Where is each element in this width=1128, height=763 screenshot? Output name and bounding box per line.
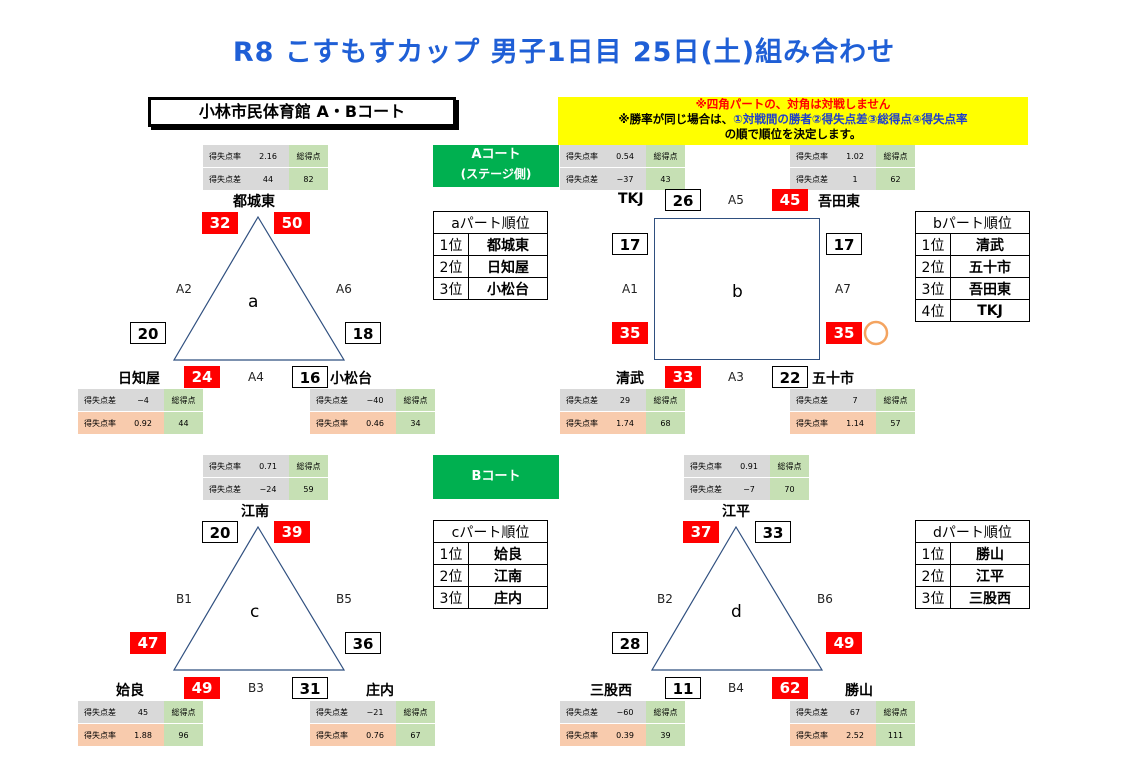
- match-label: A7: [835, 282, 851, 296]
- team-name: 姶良: [116, 683, 144, 699]
- team-name: 吾田東: [818, 194, 860, 210]
- ranking-table-a: aパート順位 1位都城東 2位日知屋 3位小松台: [433, 211, 548, 300]
- court-b-label: Bコート: [433, 455, 559, 499]
- score-box: 18: [345, 322, 381, 344]
- note-line1: ※四角パートの、対角は対戦しません: [695, 97, 891, 111]
- team-name: 庄内: [366, 683, 394, 699]
- score-box: 20: [202, 521, 238, 543]
- score-box: 35: [612, 322, 648, 344]
- match-label: B1: [176, 592, 192, 606]
- part-b-square: [654, 218, 820, 360]
- score-box: 31: [292, 677, 328, 699]
- team-name: 三股西: [590, 683, 632, 699]
- ranking-table-d: dパート順位 1位勝山 2位江平 3位三股西: [915, 520, 1030, 609]
- team-name: 五十市: [812, 371, 854, 387]
- team-name: 小松台: [330, 371, 372, 387]
- note-line2: ※勝率が同じ場合は、①対戦間の勝者②得失点差③総得点④得失点率: [618, 112, 968, 126]
- score-box: 39: [274, 521, 310, 543]
- score-box: 28: [612, 632, 648, 654]
- match-label: A2: [176, 282, 192, 296]
- part-c-letter: c: [250, 602, 260, 622]
- part-b-letter: b: [732, 282, 743, 302]
- team-name: 都城東: [233, 194, 275, 210]
- part-a-letter: a: [248, 292, 259, 312]
- team-name: 清武: [616, 371, 644, 387]
- match-label: A3: [728, 370, 744, 384]
- rules-note: ※四角パートの、対角は対戦しません ※勝率が同じ場合は、①対戦間の勝者②得失点差…: [558, 97, 1028, 145]
- score-box: 33: [755, 521, 791, 543]
- match-label: B2: [657, 592, 673, 606]
- match-label: A6: [336, 282, 352, 296]
- team-name: 勝山: [845, 683, 873, 699]
- score-box: 37: [683, 521, 719, 543]
- score-box: 32: [202, 212, 238, 234]
- score-box: 20: [130, 322, 166, 344]
- score-box: 11: [665, 677, 701, 699]
- score-box: 17: [826, 233, 862, 255]
- match-label: A5: [728, 193, 744, 207]
- match-label: A4: [248, 370, 264, 384]
- match-label: B5: [336, 592, 352, 606]
- score-box: 45: [772, 189, 808, 211]
- score-box: 49: [826, 632, 862, 654]
- score-box: 62: [772, 677, 808, 699]
- score-box: 26: [665, 189, 701, 211]
- score-box: 47: [130, 632, 166, 654]
- score-box: 17: [612, 233, 648, 255]
- match-label: B3: [248, 681, 264, 695]
- score-box: 16: [292, 366, 328, 388]
- score-box: 49: [184, 677, 220, 699]
- note-line3: の順で順位を決定します。: [724, 127, 862, 141]
- team-name: 江南: [241, 504, 269, 520]
- score-box: 36: [345, 632, 381, 654]
- match-label: B4: [728, 681, 744, 695]
- match-label: B6: [817, 592, 833, 606]
- score-box: 22: [772, 366, 808, 388]
- team-name: 日知屋: [118, 371, 160, 387]
- venue-label: 小林市民体育館 A・Bコート: [148, 97, 456, 127]
- part-a-triangle: [172, 215, 346, 361]
- page-title: R8 こすもすカップ 男子1日目 25日(土)組み合わせ: [232, 37, 896, 68]
- part-c-triangle: [172, 525, 346, 671]
- score-box: 33: [665, 366, 701, 388]
- score-box: 24: [184, 366, 220, 388]
- ranking-table-c: cパート順位 1位姶良 2位江南 3位庄内: [433, 520, 548, 609]
- court-a-label: Aコート (ステージ側): [433, 145, 559, 187]
- team-name: 江平: [722, 504, 750, 520]
- part-d-letter: d: [731, 602, 742, 622]
- score-box: 50: [274, 212, 310, 234]
- circle-marker-icon: [863, 320, 889, 346]
- score-box: 35: [826, 322, 862, 344]
- team-name: TKJ: [618, 191, 644, 207]
- part-d-triangle: [650, 525, 824, 671]
- match-label: A1: [622, 282, 638, 296]
